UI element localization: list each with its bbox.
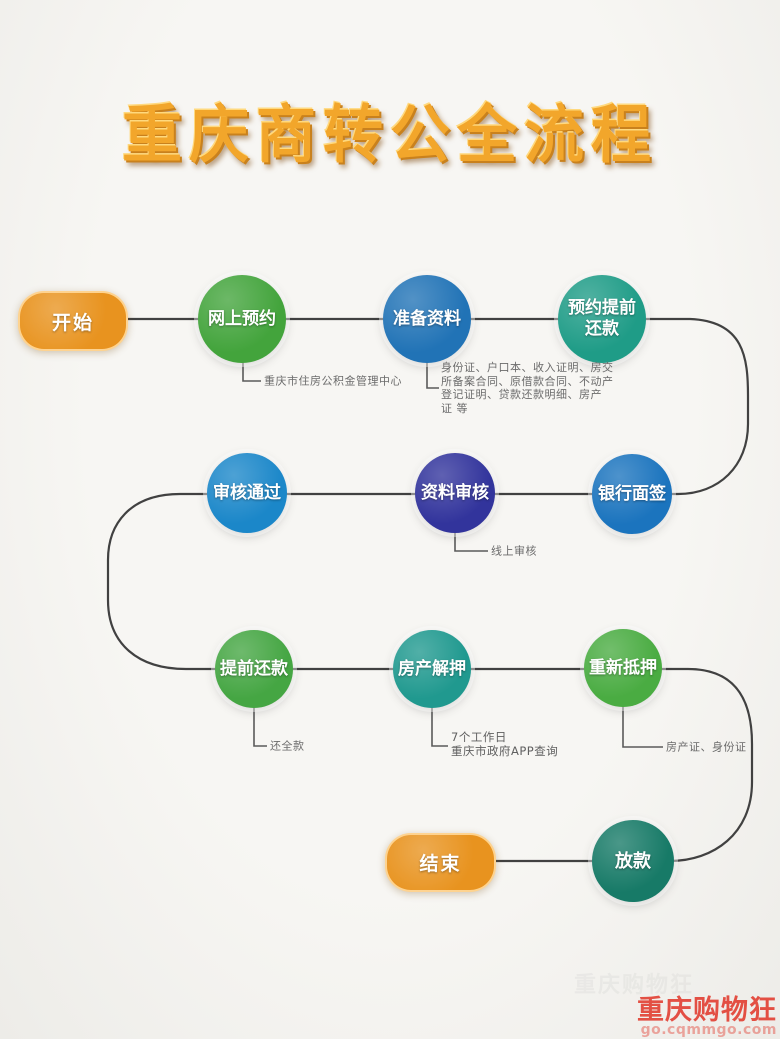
node-bank-interview: 银行面签 [592,454,672,534]
node-remortgage: 重新抵押 [584,629,662,707]
note-connector-remortgage [622,706,663,748]
note-connector-online-booking [242,360,261,382]
note-online-booking: 重庆市住房公积金管理中心 [264,374,402,388]
node-review-passed: 审核通过 [207,453,287,533]
node-property-release: 房产解押 [393,630,471,708]
note-prepare-materials: 身份证、户口本、收入证明、房交 所备案合同、原借款合同、不动产 登记证明、贷款还… [441,361,614,415]
note-property-release: 7个工作日 重庆市政府APP查询 [451,730,559,758]
note-remortgage: 房产证、身份证 [666,740,747,754]
node-prepare-materials: 准备资料 [383,275,471,363]
node-end: 结束 [385,833,496,892]
note-connector-property-release [431,707,448,747]
note-connector-material-review [454,532,488,552]
watermark-url: go.cqmmgo.com [640,1022,777,1038]
node-material-review: 资料审核 [415,453,495,533]
watermark: 重庆购物狂 go.cqmmgo.com [637,997,777,1037]
node-reserve-prepayment: 预约提前 还款 [558,275,646,363]
page-title: 重庆商转公全流程 [122,98,658,173]
watermark-brand: 重庆购物狂 [637,995,777,1026]
note-early-repayment: 还全款 [270,739,305,753]
watermark-ghost: 重庆购物狂 [573,973,694,998]
node-start: 开始 [18,291,128,351]
note-material-review: 线上审核 [491,544,537,558]
note-connector-early-repayment [253,707,267,747]
node-online-booking: 网上预约 [198,275,286,363]
flow-main-path [106,317,754,863]
note-connector-prepare-materials [426,358,439,389]
node-loan-disbursement: 放款 [592,820,674,902]
node-early-repayment: 提前还款 [215,630,293,708]
